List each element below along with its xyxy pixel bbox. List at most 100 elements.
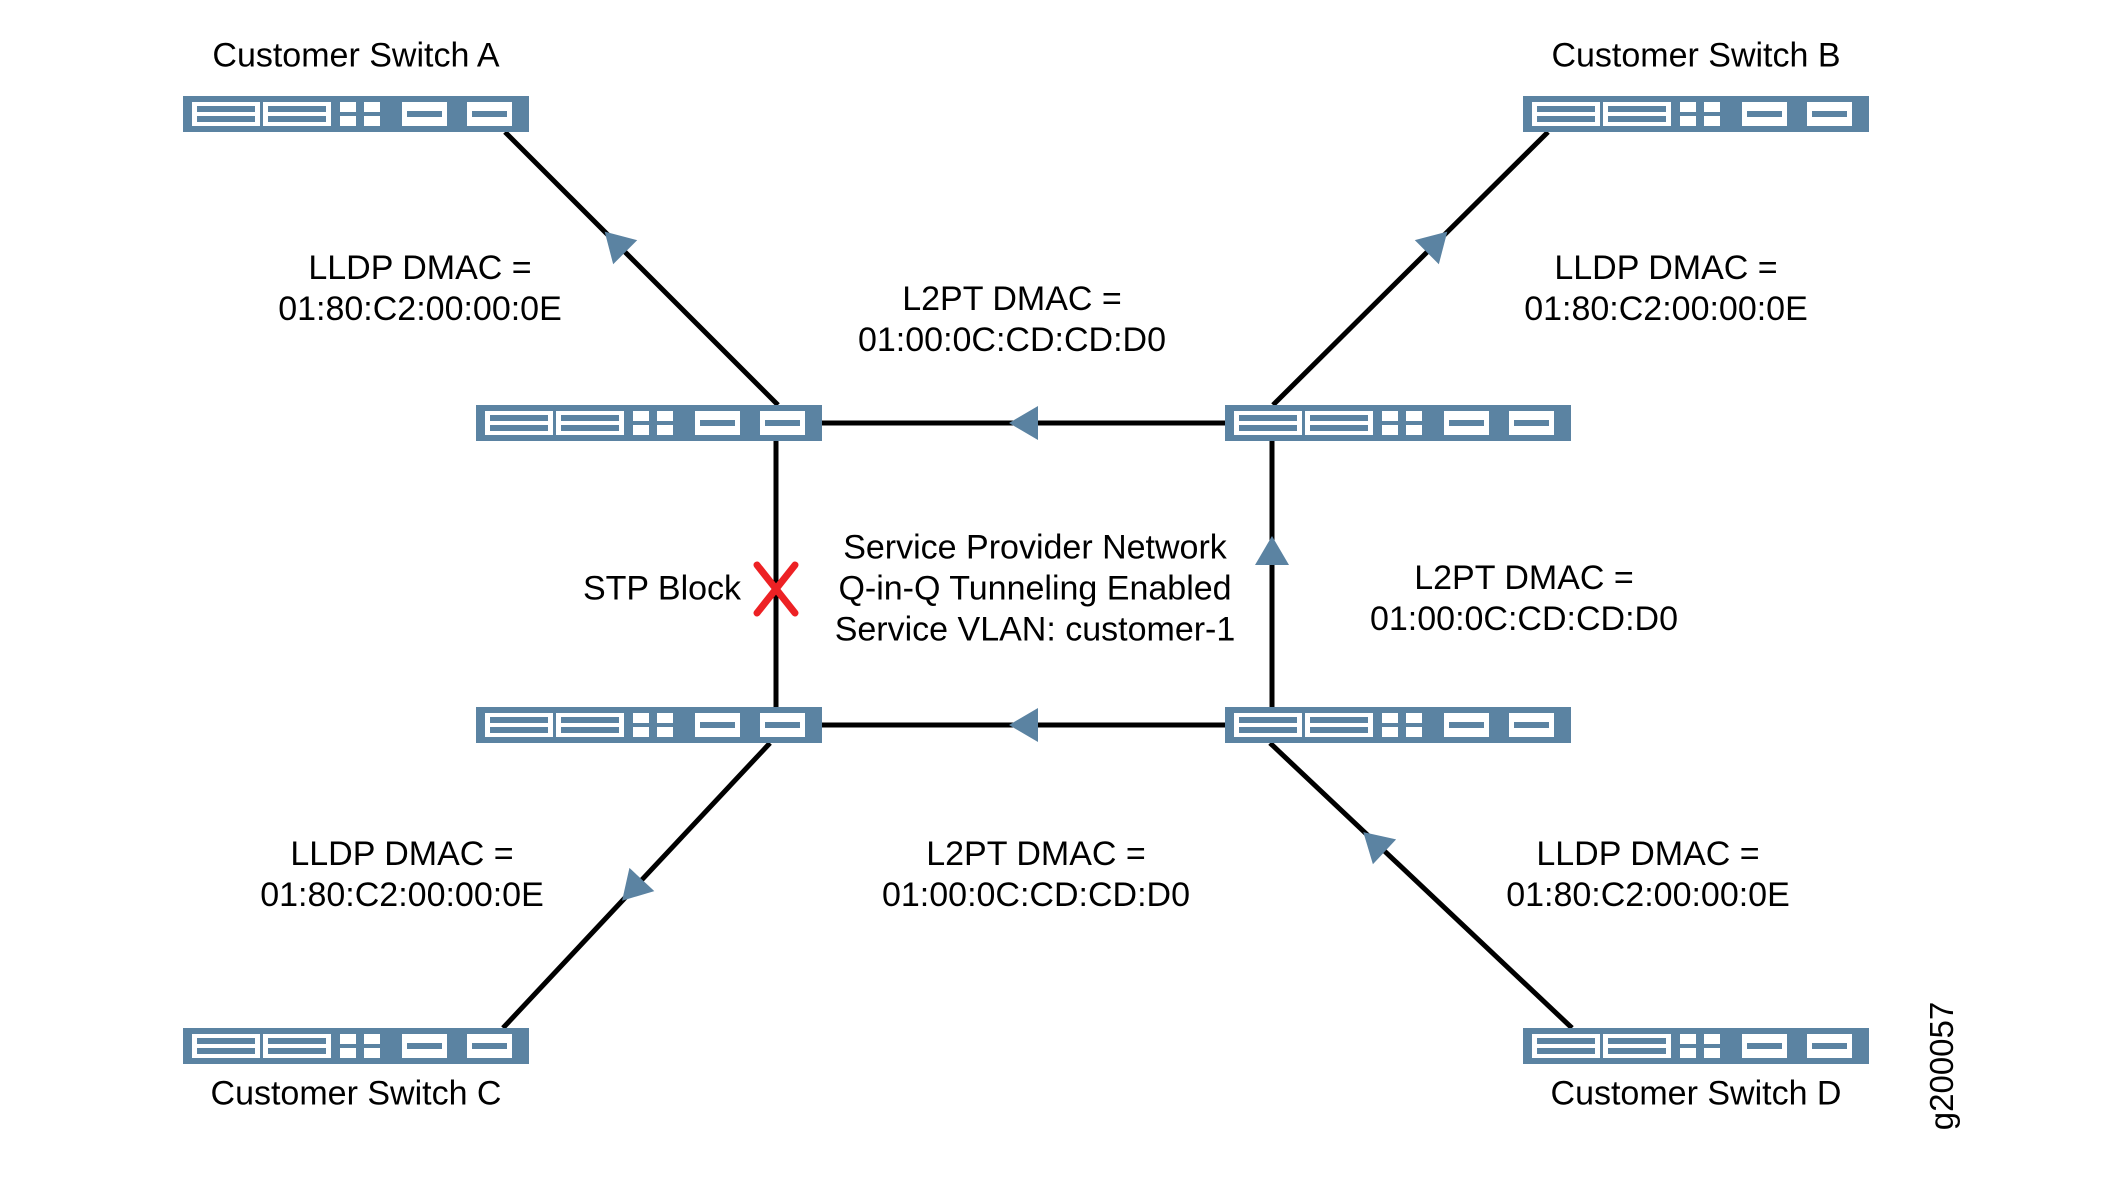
link-provider-bl-to-customer-c-arrowhead [622, 867, 655, 901]
network-description-line: Service Provider Network [843, 528, 1227, 567]
switch-port-small [1742, 1034, 1787, 1058]
provider-switch-bottom-left-icon [476, 707, 822, 743]
switch-port-small [1444, 411, 1489, 435]
switch-led-square [1680, 116, 1696, 126]
switch-port-large [1305, 411, 1373, 435]
switch-port-large [1532, 102, 1600, 126]
lldp-label-b-line: LLDP DMAC = [1554, 249, 1778, 287]
network-description-line: Service VLAN: customer-1 [834, 610, 1236, 649]
customer-switch-b-icon [1523, 96, 1869, 132]
lldp-label-a: LLDP DMAC =01:80:C2:00:00:0E [278, 248, 562, 330]
l2pt-label-top-line: L2PT DMAC = [902, 280, 1122, 318]
switch-led-square [364, 1048, 380, 1058]
lldp-label-c-line: LLDP DMAC = [290, 835, 514, 873]
switch-led-square [340, 1048, 356, 1058]
switch-led-square [1704, 102, 1720, 112]
customer-switch-c-label: Customer Switch C [210, 1074, 502, 1113]
switch-led-square [1406, 713, 1422, 723]
switch-led-square [1382, 727, 1398, 737]
switch-port-small [1444, 713, 1489, 737]
switch-port-small [760, 411, 805, 435]
provider-switch-top-right-icon [1225, 405, 1571, 441]
lldp-label-a-line: LLDP DMAC = [308, 249, 532, 287]
l2pt-label-bottom-line: L2PT DMAC = [926, 835, 1146, 873]
switch-port-large [556, 713, 624, 737]
switch-led-square [1704, 116, 1720, 126]
switch-led-square [657, 411, 673, 421]
link-provider-br-to-customer-d-arrowhead [1363, 832, 1397, 865]
link-customer-b-to-provider-tr-arrowhead [1414, 231, 1448, 265]
link-provider-br-to-customer-d [1268, 741, 1574, 1030]
switch-port-small [760, 713, 805, 737]
switch-port-small [402, 102, 447, 126]
link-customer-a-to-provider-tl-arrowhead [604, 231, 638, 265]
l2pt-label-right: L2PT DMAC =01:00:0C:CD:CD:D0 [1370, 558, 1678, 640]
switch-port-large [1234, 713, 1302, 737]
switch-port-small [1509, 411, 1554, 435]
switch-port-large [556, 411, 624, 435]
customer-switch-d-label: Customer Switch D [1550, 1074, 1842, 1113]
switch-led-square [1680, 102, 1696, 112]
lldp-label-d-line: LLDP DMAC = [1536, 835, 1760, 873]
customer-switch-b-label: Customer Switch B [1551, 36, 1841, 75]
stp-block-label: STP Block [582, 569, 742, 608]
switch-led-square [1680, 1034, 1696, 1044]
l2pt-label-right-line: 01:00:0C:CD:CD:D0 [1369, 600, 1679, 638]
link-customer-b-to-provider-tr [1271, 130, 1550, 407]
switch-port-small [1807, 102, 1852, 126]
network-description-line: Q-in-Q Tunneling Enabled [838, 569, 1232, 608]
switch-led-square [633, 411, 649, 421]
switch-port-large [1603, 1034, 1671, 1058]
switch-led-square [1704, 1034, 1720, 1044]
link-provider-tr-to-br-arrowhead [1255, 536, 1289, 565]
lldp-label-a-line: 01:80:C2:00:00:0E [278, 290, 562, 328]
switch-led-square [340, 116, 356, 126]
switch-led-square [1382, 425, 1398, 435]
l2pt-label-top: L2PT DMAC =01:00:0C:CD:CD:D0 [858, 279, 1166, 361]
switch-led-square [657, 425, 673, 435]
lldp-label-c-line: 01:80:C2:00:00:0E [260, 876, 544, 914]
switch-port-large [192, 1034, 260, 1058]
switch-led-square [1382, 713, 1398, 723]
switch-port-large [485, 411, 553, 435]
l2pt-label-bottom: L2PT DMAC =01:00:0C:CD:CD:D0 [882, 834, 1190, 916]
switch-led-square [364, 116, 380, 126]
switch-port-large [1603, 102, 1671, 126]
lldp-label-b-line: 01:80:C2:00:00:0E [1524, 290, 1808, 328]
switch-port-large [1305, 713, 1373, 737]
switch-led-square [633, 727, 649, 737]
customer-switch-a-icon [183, 96, 529, 132]
switch-led-square [1406, 425, 1422, 435]
switch-port-large [1532, 1034, 1600, 1058]
switch-led-square [657, 713, 673, 723]
switch-led-square [633, 713, 649, 723]
stp-block-x-stroke-2 [753, 561, 799, 617]
switch-port-large [263, 1034, 331, 1058]
l2pt-label-bottom-line: 01:00:0C:CD:CD:D0 [881, 876, 1191, 914]
switch-port-small [1509, 713, 1554, 737]
switch-port-small [1807, 1034, 1852, 1058]
switch-led-square [340, 102, 356, 112]
link-provider-tl-to-tr-arrowhead [1009, 406, 1038, 440]
lldp-label-c: LLDP DMAC =01:80:C2:00:00:0E [260, 834, 544, 916]
provider-switch-bottom-right-icon [1225, 707, 1571, 743]
switch-port-large [1234, 411, 1302, 435]
switch-led-square [657, 727, 673, 737]
switch-port-small [1742, 102, 1787, 126]
switch-led-square [633, 425, 649, 435]
switch-port-small [695, 411, 740, 435]
switch-port-large [263, 102, 331, 126]
customer-switch-a-label: Customer Switch A [212, 36, 500, 75]
switch-port-small [467, 102, 512, 126]
switch-port-small [695, 713, 740, 737]
switch-led-square [1406, 727, 1422, 737]
switch-led-square [1406, 411, 1422, 421]
switch-port-large [485, 713, 553, 737]
switch-port-small [467, 1034, 512, 1058]
link-customer-a-to-provider-tl [503, 130, 780, 407]
customer-switch-d-icon [1523, 1028, 1869, 1064]
lldp-label-b: LLDP DMAC =01:80:C2:00:00:0E [1524, 248, 1808, 330]
